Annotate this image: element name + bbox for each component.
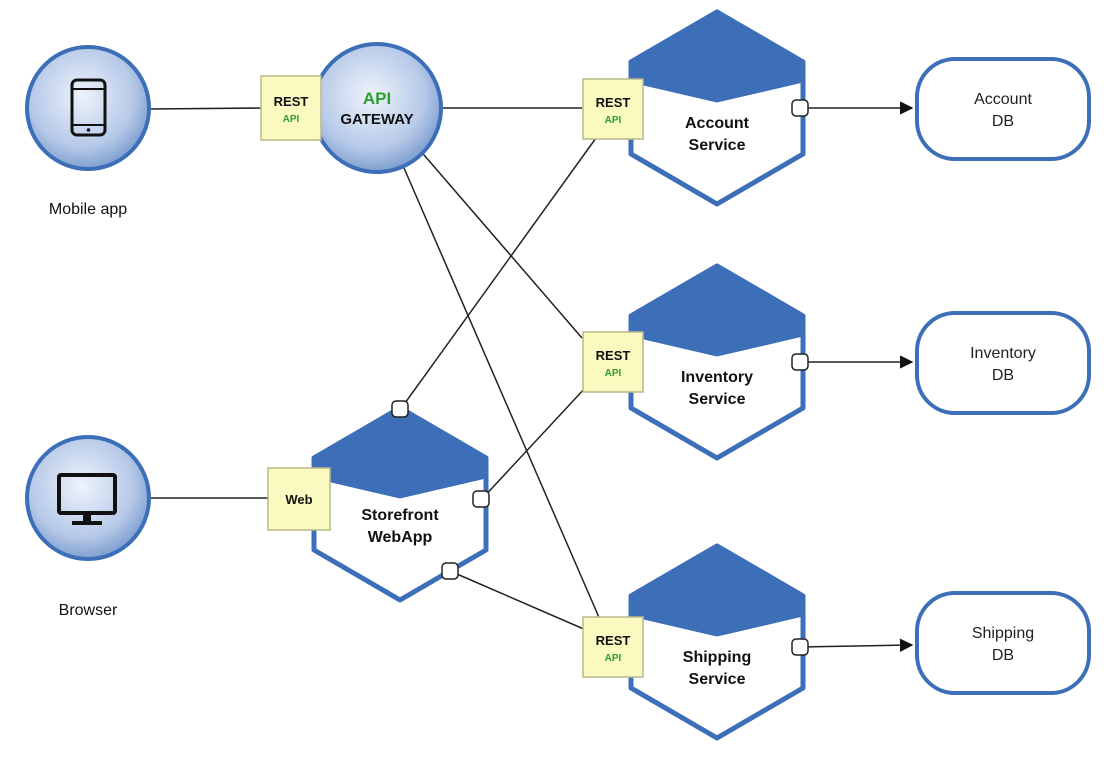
browser-node[interactable]: Browser (25, 435, 151, 619)
shipping-service-label-2: Service (689, 671, 746, 688)
inventory-service-label-1: Inventory (681, 369, 753, 386)
api-gateway-node[interactable]: API GATEWAY (311, 42, 443, 174)
account-port-rest-label: REST (596, 95, 631, 110)
gateway-label-api: API (363, 89, 391, 108)
inventory-service-port-out[interactable] (791, 353, 809, 371)
inventory-port-rest-label: REST (596, 348, 631, 363)
account-service-node[interactable]: Account Service (628, 9, 806, 207)
inventory-service-node[interactable]: Inventory Service (628, 263, 806, 461)
inventory-port-api-label: API (605, 368, 622, 379)
gateway-rest-port[interactable]: REST API (260, 75, 322, 141)
inventory-db-label-1: Inventory (970, 345, 1036, 362)
connector-lines (149, 101, 914, 652)
account-service-label-1: Account (685, 115, 750, 132)
account-service-port-out[interactable] (791, 99, 809, 117)
mobile-app-caption: Mobile app (49, 201, 127, 218)
storefront-webapp-node[interactable]: Storefront WebApp (311, 405, 489, 603)
edge-storefront-to-account (399, 137, 597, 411)
outbound-ports (391, 99, 809, 656)
shipping-service-node[interactable]: Shipping Service (628, 543, 806, 741)
edge-storefront-to-inventory (480, 386, 587, 501)
shipping-db-label-1: Shipping (972, 625, 1034, 642)
storefront-port-top[interactable] (391, 400, 409, 418)
edge-gateway-to-shipping (403, 167, 602, 623)
smartphone-icon (70, 78, 107, 137)
account-db-node[interactable]: Account DB (915, 57, 1091, 161)
edge-storefront-to-shipping (449, 570, 587, 631)
storefront-label-1: Storefront (361, 507, 439, 524)
shipping-port-rest-label: REST (596, 633, 631, 648)
storefront-port-bottom[interactable] (441, 562, 459, 580)
edge-mobile-to-gateway (149, 107, 263, 110)
account-db-label-2: DB (992, 113, 1014, 130)
shipping-service-label-1: Shipping (683, 649, 751, 666)
gateway-label-title: GATEWAY (340, 111, 413, 128)
shipping-port-api-label: API (605, 653, 622, 664)
shipping-db-label-2: DB (992, 647, 1014, 664)
gateway-port-rest-label: REST (274, 94, 309, 109)
shipping-db-node[interactable]: Shipping DB (915, 591, 1091, 695)
inventory-db-node[interactable]: Inventory DB (915, 311, 1091, 415)
edge-shipping-to-db (799, 638, 914, 652)
account-port-api-label: API (605, 115, 622, 126)
inventory-rest-port[interactable]: REST API (582, 331, 644, 393)
storefront-port-web-label: Web (285, 492, 312, 507)
edge-gateway-to-inventory (417, 147, 583, 339)
browser-caption: Browser (59, 602, 118, 619)
storefront-web-port[interactable]: Web (267, 467, 331, 531)
storefront-label-2: WebApp (368, 529, 433, 546)
monitor-icon (57, 473, 117, 525)
mobile-app-node[interactable]: Mobile app (25, 45, 151, 218)
shipping-service-port-out[interactable] (791, 638, 809, 656)
shipping-rest-port[interactable]: REST API (582, 616, 644, 678)
storefront-port-right[interactable] (472, 490, 490, 508)
inventory-service-label-2: Service (689, 391, 746, 408)
gateway-port-api-label: API (283, 114, 300, 125)
account-service-label-2: Service (689, 137, 746, 154)
account-rest-port[interactable]: REST API (582, 78, 644, 140)
inventory-db-label-2: DB (992, 367, 1014, 384)
account-db-label-1: Account (974, 91, 1032, 108)
